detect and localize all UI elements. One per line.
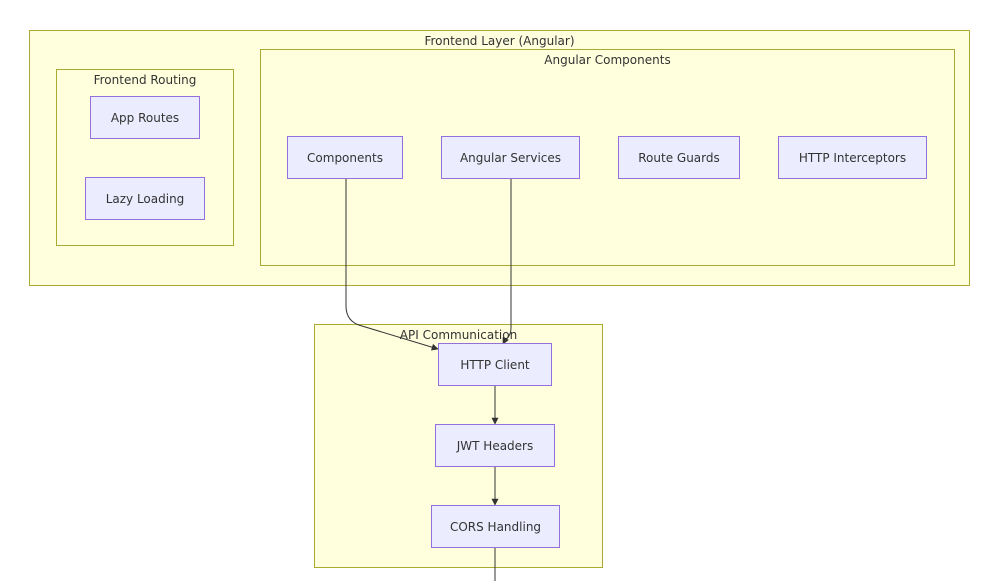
frontend-routing-title: Frontend Routing [93, 73, 197, 87]
edge-components-to-http-client [345, 179, 439, 351]
node-route-guards[interactable]: Route Guards [618, 136, 740, 179]
frontend-layer-title: Frontend Layer (Angular) [424, 34, 575, 48]
node-lazy-loading[interactable]: Lazy Loading [85, 177, 205, 220]
node-http-client[interactable]: HTTP Client [438, 343, 552, 386]
node-jwt-headers[interactable]: JWT Headers [435, 424, 555, 467]
node-app-routes[interactable]: App Routes [90, 96, 200, 139]
api-communication-title: API Communication [399, 328, 518, 342]
node-cors-handling[interactable]: CORS Handling [431, 505, 560, 548]
node-http-interceptors[interactable]: HTTP Interceptors [778, 136, 927, 179]
node-angular-services[interactable]: Angular Services [441, 136, 580, 179]
edge-angular-services-to-http-client [502, 179, 512, 345]
node-components[interactable]: Components [287, 136, 403, 179]
angular-components-title: Angular Components [544, 53, 671, 67]
